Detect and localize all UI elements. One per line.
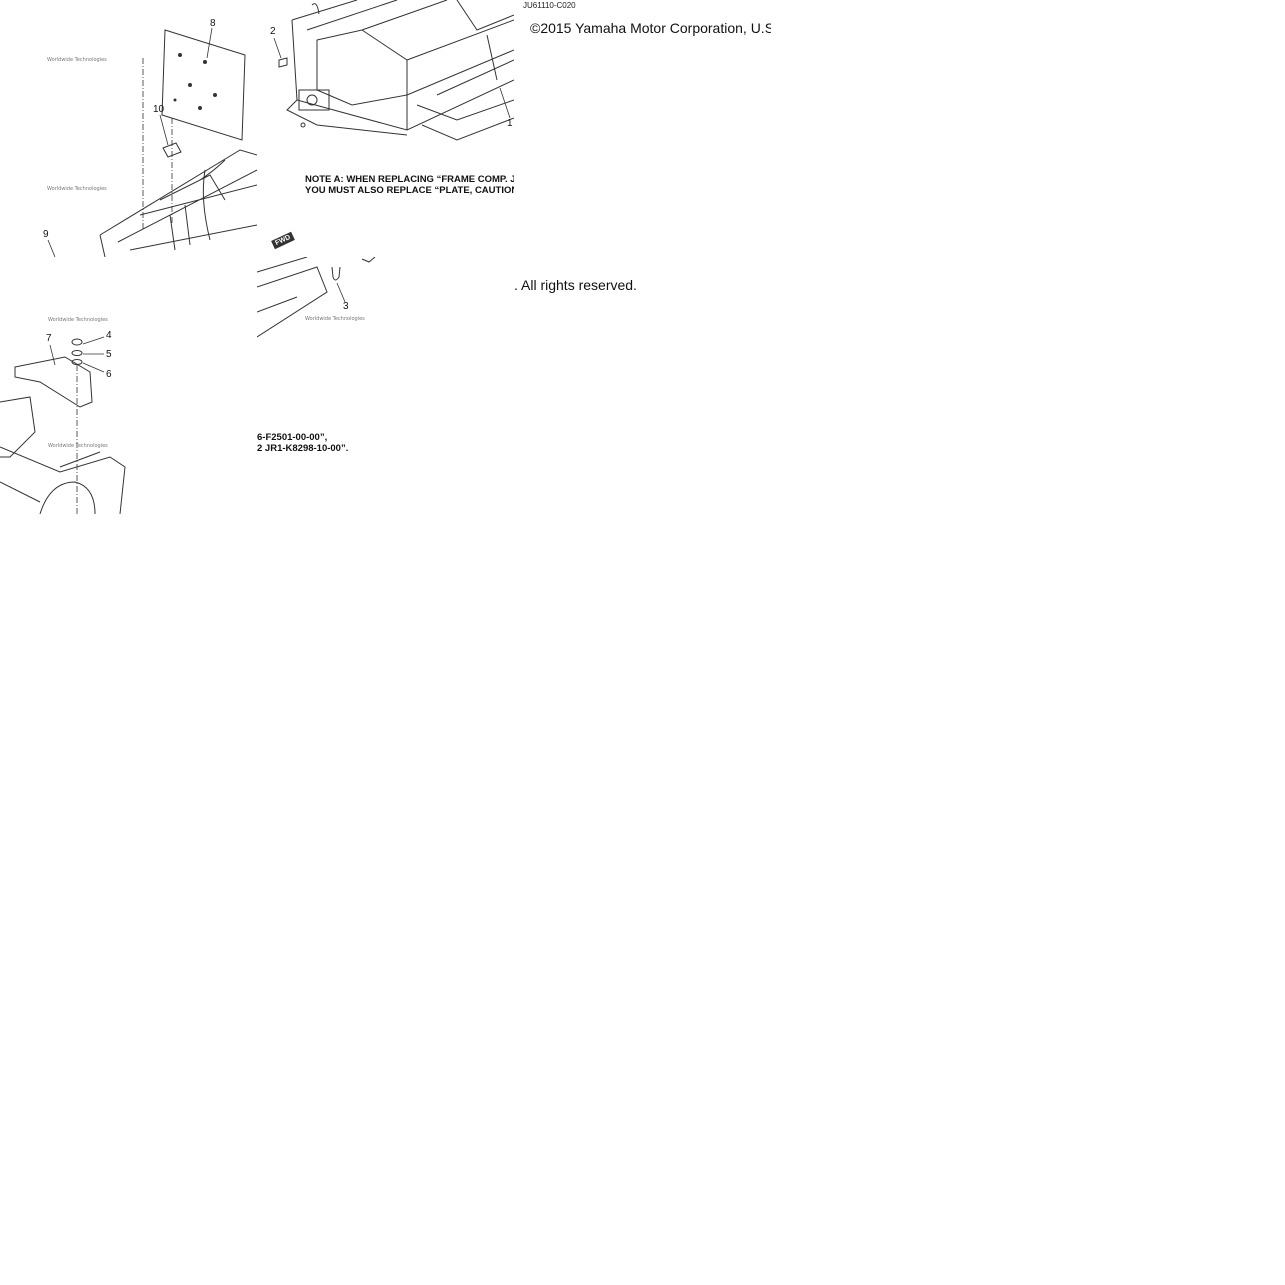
bracket-drawing bbox=[0, 336, 126, 514]
leader-1 bbox=[499, 87, 511, 119]
plate-hole bbox=[188, 83, 192, 87]
frame-body bbox=[286, 0, 514, 136]
frame-rear bbox=[0, 396, 126, 514]
plate-hole bbox=[198, 106, 202, 110]
diagram-tile-center: 3 Worldwide Technologies 6-F2501-00-00”,… bbox=[257, 257, 514, 514]
leader-2 bbox=[273, 37, 282, 59]
plate-hole bbox=[213, 93, 217, 97]
callout-1: 1 bbox=[507, 118, 513, 129]
diagram-tile-plate: 8 10 9 Worldwide Technologies Worldwide … bbox=[0, 0, 257, 257]
washer-part-5 bbox=[71, 350, 83, 356]
frame-crossmembers bbox=[129, 204, 257, 251]
hitch bbox=[306, 94, 318, 106]
callout-9: 9 bbox=[43, 229, 49, 240]
u-bolt-part-3 bbox=[331, 266, 341, 281]
watermark: Worldwide Technologies bbox=[305, 316, 365, 322]
callout-4: 4 bbox=[106, 330, 112, 341]
note-line-2: YOU MUST ALSO REPLACE “PLATE, CAUTION 2 bbox=[305, 185, 514, 196]
leader-8 bbox=[206, 27, 213, 59]
leader-6 bbox=[82, 362, 105, 373]
watermark: Worldwide Technologies bbox=[48, 443, 108, 449]
watermark: Worldwide Technologies bbox=[47, 57, 107, 63]
plate-hole bbox=[173, 98, 177, 102]
mounting-plate bbox=[161, 29, 246, 141]
callout-7: 7 bbox=[46, 333, 52, 344]
callout-2: 2 bbox=[270, 26, 276, 37]
leader-10 bbox=[159, 114, 169, 146]
bracket-part-7 bbox=[14, 356, 93, 408]
diagram-tile-rights: . All rights reserved. bbox=[514, 257, 771, 514]
note-continuation-1: 6-F2501-00-00”, bbox=[257, 432, 328, 443]
callout-5: 5 bbox=[106, 349, 112, 360]
frame-rails bbox=[361, 0, 514, 130]
frame-side bbox=[257, 257, 328, 338]
small-plate-part bbox=[162, 142, 182, 158]
leader-9 bbox=[47, 239, 56, 257]
fender-curve bbox=[202, 169, 211, 241]
frame-drawing bbox=[273, 0, 514, 141]
frame-underside bbox=[416, 99, 514, 141]
note-line-1: NOTE A: WHEN REPLACING “FRAME COMP. JU bbox=[305, 174, 514, 185]
callout-8: 8 bbox=[210, 18, 216, 29]
plate-hole bbox=[178, 53, 182, 57]
frame-edge bbox=[361, 257, 376, 263]
plate-hole bbox=[203, 60, 207, 64]
bolt bbox=[300, 122, 306, 128]
copyright-line-2: . All rights reserved. bbox=[514, 277, 637, 293]
nut-part-4 bbox=[71, 338, 83, 346]
callout-3: 3 bbox=[343, 301, 349, 312]
copyright-line-1: ©2015 Yamaha Motor Corporation, U.S.A. bbox=[530, 20, 771, 36]
leader-7 bbox=[49, 344, 56, 366]
diagram-tile-bracket: 4 5 6 7 Worldwide Technologies Worldwide… bbox=[0, 257, 257, 514]
leader-4 bbox=[82, 336, 105, 345]
frame-rails bbox=[99, 149, 257, 257]
bracket bbox=[298, 89, 330, 111]
callout-6: 6 bbox=[106, 369, 112, 380]
clip-part bbox=[311, 3, 320, 15]
diagram-code: JU61110-C020 bbox=[523, 1, 576, 10]
watermark: Worldwide Technologies bbox=[47, 186, 107, 192]
leader-3 bbox=[336, 282, 346, 303]
watermark: Worldwide Technologies bbox=[48, 317, 108, 323]
diagram-tile-copyright: JU61110-C020 ©2015 Yamaha Motor Corporat… bbox=[514, 0, 771, 257]
diagram-tile-frame: 2 1 NOTE A: WHEN REPLACING “FRAME COMP. … bbox=[257, 0, 514, 257]
frame-rails bbox=[0, 451, 101, 503]
plate-frame-drawing bbox=[47, 27, 257, 257]
note-continuation-2: 2 JR1-K8298-10-00”. bbox=[257, 443, 349, 454]
part-2 bbox=[278, 57, 288, 68]
callout-10: 10 bbox=[153, 104, 165, 115]
center-drawing bbox=[257, 257, 376, 338]
